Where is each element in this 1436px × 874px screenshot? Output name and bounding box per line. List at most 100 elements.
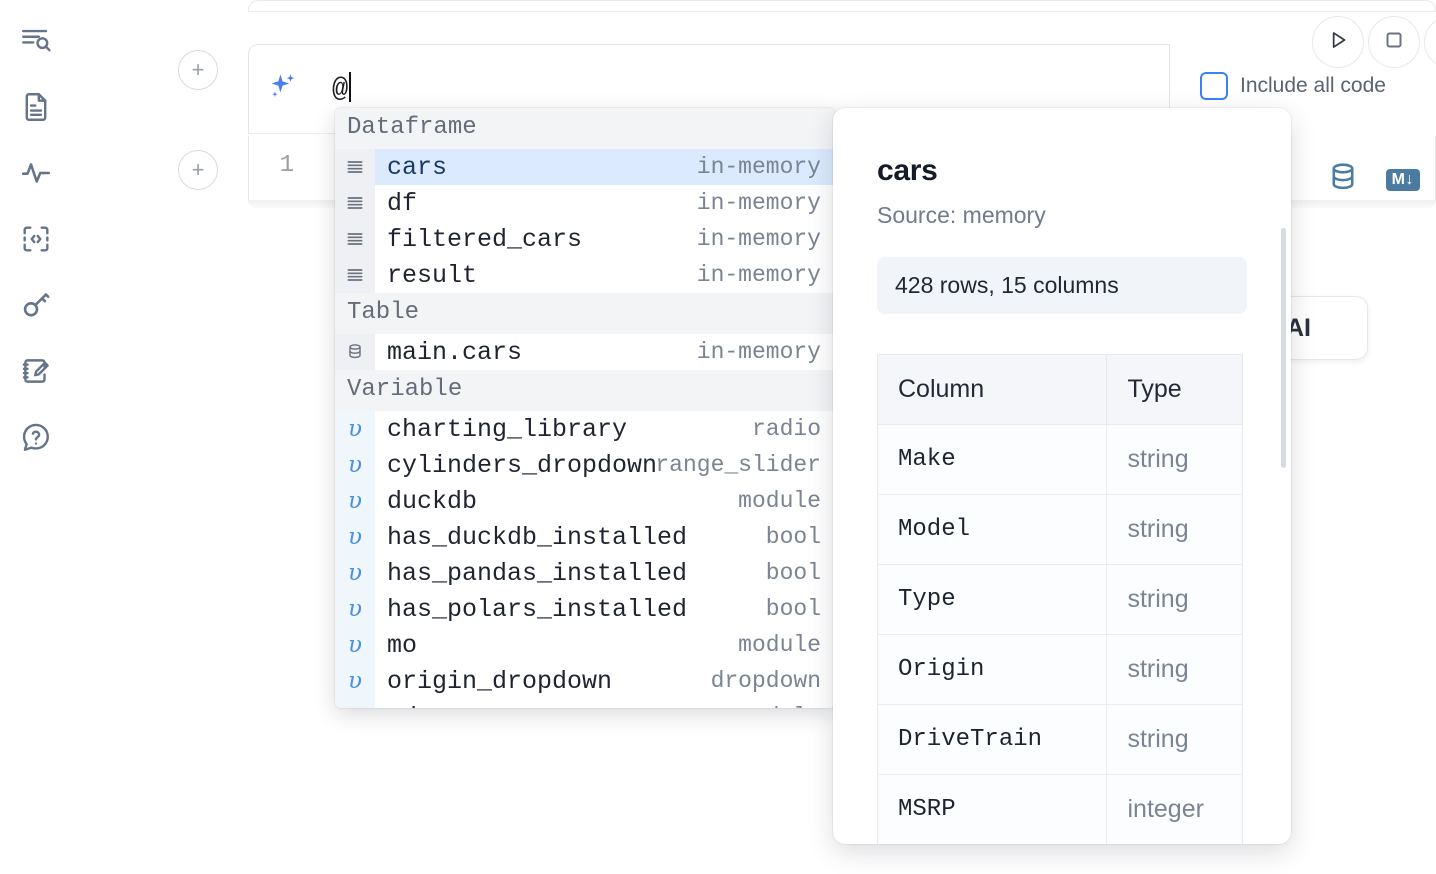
autocomplete-item-meta: in-memory: [696, 154, 821, 180]
sidebar-item-help[interactable]: [13, 414, 59, 460]
database-icon: [335, 334, 375, 370]
markdown-icon[interactable]: M↓: [1385, 168, 1420, 191]
run-button[interactable]: [1312, 16, 1364, 68]
autocomplete-item[interactable]: df in-memory: [335, 185, 835, 221]
column-type-cell: string: [1106, 564, 1243, 635]
autocomplete-item-meta: module: [738, 704, 835, 708]
ai-prompt-input[interactable]: @: [332, 72, 352, 105]
column-type-cell: integer: [1106, 774, 1243, 844]
autocomplete-section-header: Table: [335, 293, 835, 334]
sidebar-item-secrets[interactable]: [13, 282, 59, 328]
include-all-code-toggle[interactable]: Include all code: [1200, 72, 1386, 100]
autocomplete-item-name: df: [387, 188, 418, 218]
sidebar-item-outline-search[interactable]: [13, 18, 59, 64]
autocomplete-item-meta: bool: [765, 596, 821, 622]
key-icon: [19, 288, 53, 322]
add-cell-button-bottom[interactable]: +: [178, 150, 218, 190]
autocomplete-item-name: main.cars: [387, 337, 523, 367]
autocomplete-item-meta: in-memory: [696, 262, 821, 288]
left-sidebar: [0, 0, 72, 874]
autocomplete-item-meta: bool: [765, 560, 821, 586]
autocomplete-item-meta: in-memory: [696, 190, 821, 216]
variable-glyph-icon: υ: [335, 519, 375, 555]
autocomplete-item-name: filtered_cars: [387, 224, 583, 254]
database-icon[interactable]: [1326, 160, 1360, 199]
autocomplete-item-name: duckdb: [387, 486, 478, 516]
variable-glyph-icon: υ: [335, 699, 375, 708]
autocomplete-item-meta: in-memory: [696, 226, 821, 252]
file-text-icon: [19, 90, 53, 124]
autocomplete-item-name: cars: [387, 152, 448, 182]
sidebar-item-scratchpad[interactable]: [13, 348, 59, 394]
autocomplete-item[interactable]: υ has_pandas_installed bool: [335, 555, 835, 591]
dataframe-lines-icon: [335, 221, 375, 257]
column-name-cell: Make: [877, 424, 1108, 495]
ai-prompt-value: @: [332, 75, 349, 105]
table-column-header: Column: [877, 354, 1108, 425]
text-caret: [349, 72, 352, 102]
scratchpad-icon: [19, 354, 53, 388]
detail-scrollbar[interactable]: [1281, 228, 1286, 468]
detail-source: Source: memory: [877, 202, 1046, 228]
variable-glyph-icon: υ: [335, 555, 375, 591]
dataframe-lines-icon: [335, 257, 375, 293]
more-actions-button[interactable]: [1424, 16, 1436, 68]
autocomplete-item-name: has_pandas_installed: [387, 558, 688, 588]
include-all-code-checkbox[interactable]: [1200, 72, 1228, 100]
detail-title: cars: [877, 154, 938, 187]
sidebar-item-file[interactable]: [13, 84, 59, 130]
variable-glyph-icon: υ: [335, 591, 375, 627]
autocomplete-item-name: cylinders_dropdown: [387, 450, 656, 480]
detail-shape-badge: 428 rows, 15 columns: [877, 257, 1247, 314]
autocomplete-item[interactable]: cars in-memory: [335, 149, 835, 185]
variable-glyph-icon: υ: [335, 447, 375, 483]
add-cell-button-top[interactable]: +: [178, 50, 218, 90]
column-name-cell: MSRP: [877, 774, 1108, 844]
variable-glyph-icon: υ: [335, 663, 375, 699]
sidebar-item-activity[interactable]: [13, 150, 59, 196]
column-name-cell: DriveTrain: [877, 704, 1108, 775]
autocomplete-item-meta: in-memory: [696, 339, 821, 365]
autocomplete-item-name: result: [387, 260, 478, 290]
autocomplete-item-meta: range_slider: [655, 452, 821, 478]
stop-square-icon: [1381, 27, 1407, 58]
column-name-cell: Origin: [877, 634, 1108, 705]
autocomplete-item[interactable]: main.cars in-memory: [335, 334, 835, 370]
autocomplete-item-meta: dropdown: [710, 668, 821, 694]
variable-glyph-icon: υ: [335, 411, 375, 447]
completion-detail-popover: cars Source: memory 428 rows, 15 columns…: [833, 108, 1291, 844]
column-type-cell: string: [1106, 494, 1243, 565]
variable-glyph-icon: υ: [335, 483, 375, 519]
variable-glyph-icon: υ: [335, 627, 375, 663]
stop-button[interactable]: [1368, 16, 1420, 68]
autocomplete-section-header: Variable: [335, 370, 835, 411]
autocomplete-item[interactable]: filtered_cars in-memory: [335, 221, 835, 257]
autocomplete-item-meta: bool: [765, 524, 821, 550]
cell-separator: [248, 11, 1436, 12]
autocomplete-item[interactable]: result in-memory: [335, 257, 835, 293]
code-snippet-icon: [19, 222, 53, 256]
autocomplete-item-meta: module: [738, 488, 821, 514]
autocomplete-item[interactable]: υpdmodule: [335, 699, 835, 708]
column-type-cell: string: [1106, 424, 1243, 495]
column-name-cell: Type: [877, 564, 1108, 635]
column-type-cell: string: [1106, 704, 1243, 775]
sidebar-item-snippets[interactable]: [13, 216, 59, 262]
autocomplete-item-name: pd: [375, 703, 738, 709]
